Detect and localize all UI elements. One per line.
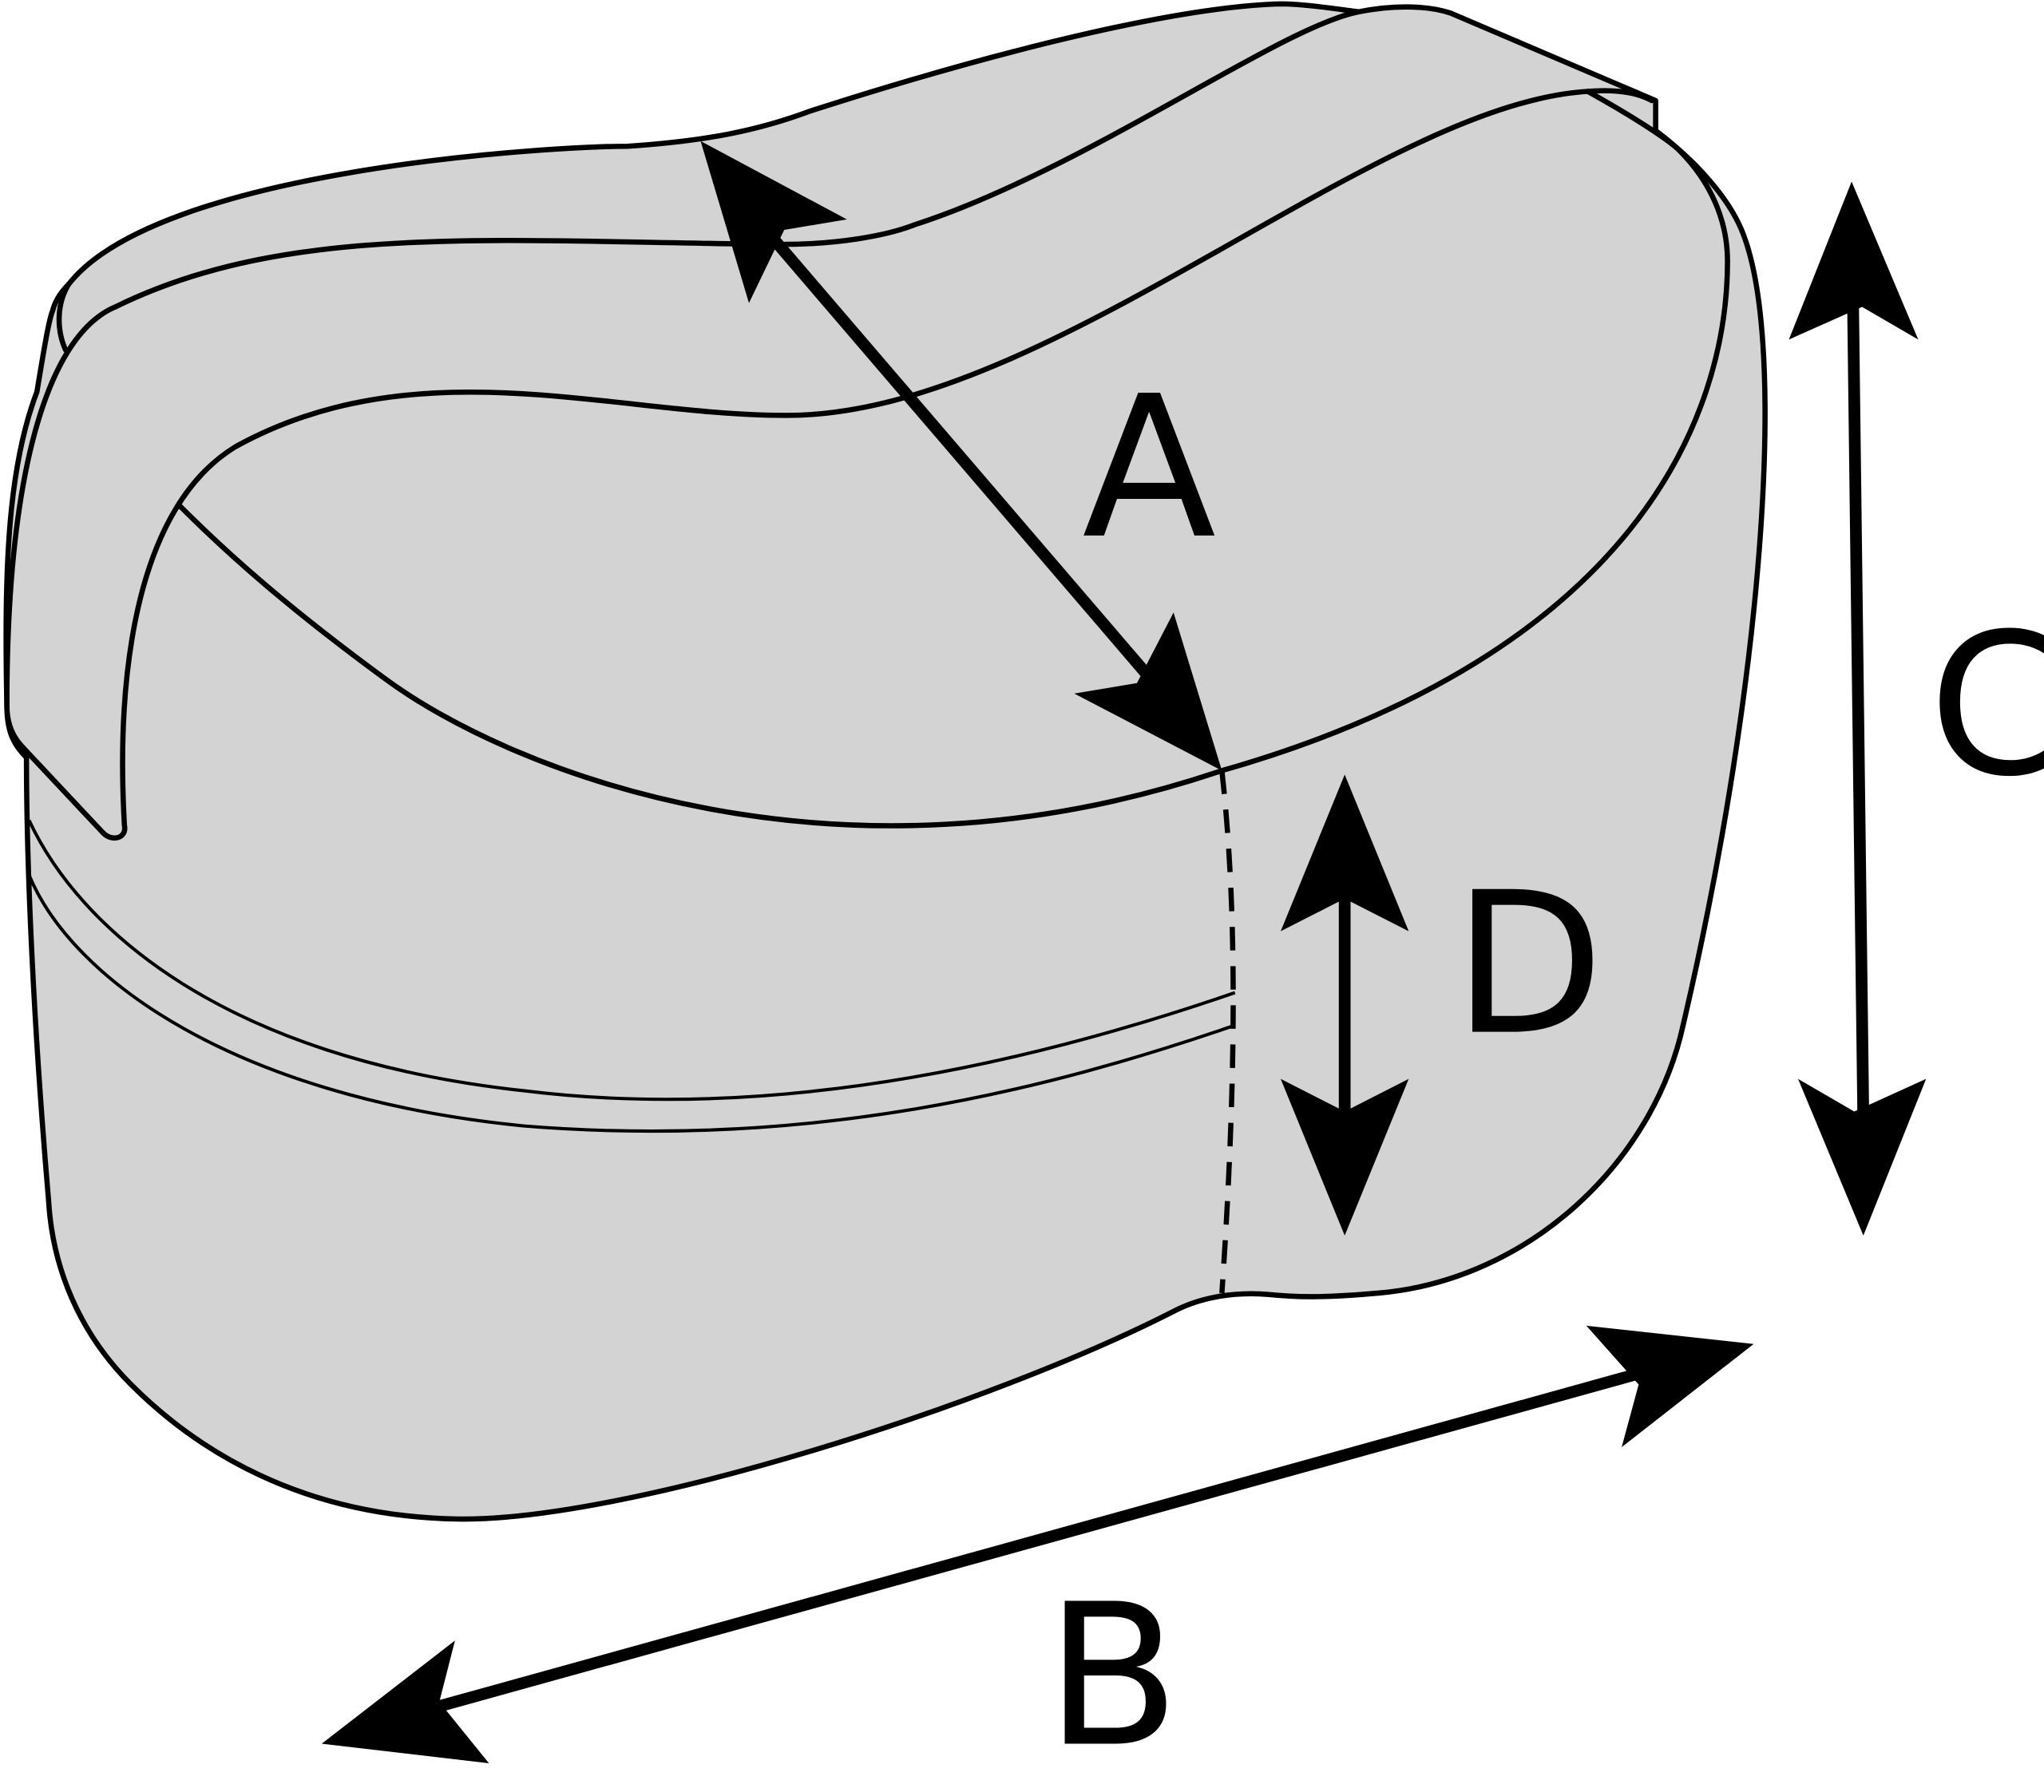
top-right-corner (1585, 88, 1730, 264)
dimension-arrow-d (1280, 774, 1409, 1236)
left-bump (56, 282, 71, 353)
label-d: D (1453, 850, 1604, 1078)
top-back-seam (113, 9, 1362, 310)
cushion-body (3, 1, 1768, 1522)
label-c: C (1929, 591, 2044, 820)
front-big-curve (176, 258, 1730, 829)
dimension-arrow-c (1788, 181, 1927, 1236)
dashed-height-line (1219, 770, 1236, 1294)
dimension-arrow-b (321, 1325, 1754, 1764)
lower-seam-1 (27, 819, 1236, 1102)
label-b: B (1045, 1561, 1179, 1790)
lower-seam-2 (27, 874, 1236, 1133)
label-a: A (1082, 354, 1216, 582)
dimension-arrow-a (700, 140, 1222, 771)
front-flap (4, 89, 1590, 841)
